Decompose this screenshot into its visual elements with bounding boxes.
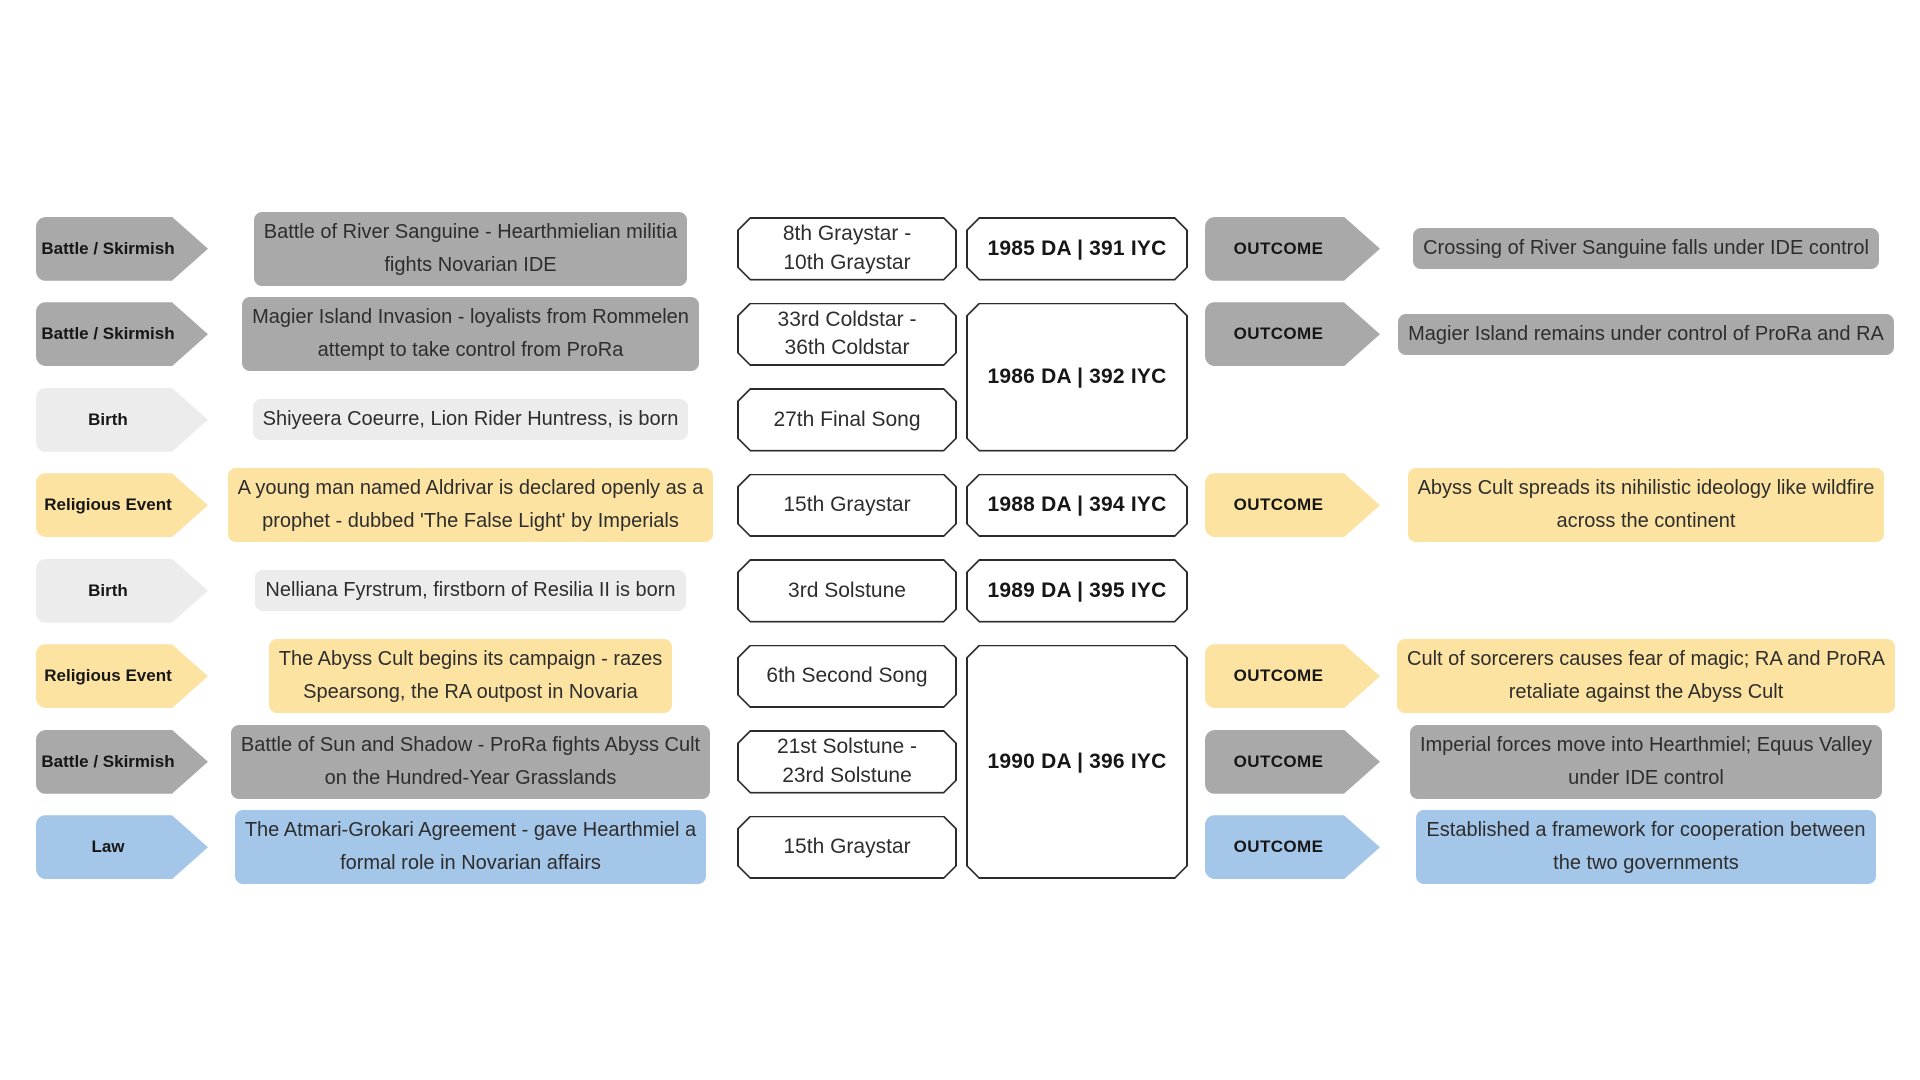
outcome-cell: Magier Island remains under control of P…	[1386, 313, 1906, 355]
outcome-text: Magier Island remains under control of P…	[1398, 313, 1894, 355]
year-box: 1988 DA | 394 IYC	[966, 474, 1188, 538]
outcome-badge: OUTCOME	[1205, 217, 1380, 281]
event-cell: The Atmari-Grokari Agreement - gave Hear…	[208, 810, 733, 885]
category-badge: Religious Event	[36, 473, 208, 537]
date-box: 33rd Coldstar - 36th Coldstar	[737, 303, 957, 367]
event-cell: Battle of River Sanguine - Hearthmielian…	[208, 211, 733, 286]
outcome-text: Established a framework for cooperation …	[1416, 810, 1876, 885]
year-text: 1986 DA | 392 IYC	[987, 364, 1167, 388]
outcome-badge: OUTCOME	[1205, 815, 1380, 879]
date-box: 8th Graystar - 10th Graystar	[737, 217, 957, 281]
event-cell: The Abyss Cult begins its campaign - raz…	[208, 639, 733, 714]
year-text: 1985 DA | 391 IYC	[987, 236, 1167, 260]
event-cell: Magier Island Invasion - loyalists from …	[208, 297, 733, 372]
event-cell: Nelliana Fyrstrum, firstborn of Resilia …	[208, 570, 733, 612]
outcome-badge-label: OUTCOME	[1233, 495, 1324, 515]
outcome-badge: OUTCOME	[1205, 644, 1380, 708]
date-box: 21st Solstune - 23rd Solstune	[737, 730, 957, 794]
event-cell: Battle of Sun and Shadow - ProRa fights …	[208, 724, 733, 799]
year-box-merged: 1986 DA | 392 IYC	[966, 303, 1188, 452]
outcome-cell: Crossing of River Sanguine falls under I…	[1386, 228, 1906, 270]
event-text: Battle of Sun and Shadow - ProRa fights …	[230, 724, 711, 799]
date-text: 15th Graystar	[783, 493, 911, 517]
outcome-badge: OUTCOME	[1205, 302, 1380, 366]
fantasy-timeline-diagram: Battle / Skirmish Battle of River Sangui…	[0, 0, 1920, 890]
outcome-badge-label: OUTCOME	[1233, 324, 1324, 344]
event-text: Nelliana Fyrstrum, firstborn of Resilia …	[255, 570, 686, 612]
outcome-badge: OUTCOME	[1205, 473, 1380, 537]
category-badge: Battle / Skirmish	[36, 217, 208, 281]
date-box: 3rd Solstune	[737, 559, 957, 623]
date-text: 8th Graystar - 10th Graystar	[782, 222, 912, 274]
date-text: 6th Second Song	[766, 664, 928, 688]
outcome-badge-label: OUTCOME	[1233, 666, 1324, 686]
event-text: The Atmari-Grokari Agreement - gave Hear…	[234, 810, 707, 885]
event-text: A young man named Aldrivar is declared o…	[227, 468, 714, 543]
year-text: 1988 DA | 394 IYC	[987, 493, 1167, 517]
category-label: Battle / Skirmish	[41, 751, 175, 771]
date-text: 15th Graystar	[783, 835, 911, 859]
date-box: 6th Second Song	[737, 645, 957, 709]
event-text: Battle of River Sanguine - Hearthmielian…	[253, 211, 688, 286]
outcome-cell: Established a framework for cooperation …	[1386, 810, 1906, 885]
date-text: 21st Solstune - 23rd Solstune	[776, 735, 918, 787]
year-box-merged: 1990 DA | 396 IYC	[966, 645, 1188, 880]
category-label: Religious Event	[44, 666, 172, 686]
category-badge: Birth	[36, 559, 208, 623]
category-label: Law	[91, 837, 125, 857]
outcome-text: Imperial forces move into Hearthmiel; Eq…	[1409, 724, 1883, 799]
outcome-badge-label: OUTCOME	[1233, 238, 1324, 258]
category-badge: Battle / Skirmish	[36, 302, 208, 366]
outcome-text: Abyss Cult spreads its nihilistic ideolo…	[1407, 468, 1885, 543]
outcome-cell: Abyss Cult spreads its nihilistic ideolo…	[1386, 468, 1906, 543]
category-label: Battle / Skirmish	[41, 238, 175, 258]
outcome-cell: Cult of sorcerers causes fear of magic; …	[1386, 639, 1906, 714]
category-badge: Religious Event	[36, 644, 208, 708]
event-text: Magier Island Invasion - loyalists from …	[242, 297, 699, 372]
outcome-text: Cult of sorcerers causes fear of magic; …	[1397, 639, 1895, 714]
date-box: 27th Final Song	[737, 388, 957, 452]
category-badge: Law	[36, 815, 208, 879]
outcome-badge-label: OUTCOME	[1233, 751, 1324, 771]
category-label: Birth	[88, 580, 128, 600]
date-text: 27th Final Song	[773, 407, 921, 431]
category-label: Religious Event	[44, 495, 172, 515]
year-box: 1985 DA | 391 IYC	[966, 217, 1188, 281]
category-badge: Birth	[36, 388, 208, 452]
date-box: 15th Graystar	[737, 474, 957, 538]
event-cell: Shiyeera Coeurre, Lion Rider Huntress, i…	[208, 399, 733, 441]
event-cell: A young man named Aldrivar is declared o…	[208, 468, 733, 543]
year-text: 1990 DA | 396 IYC	[987, 749, 1167, 773]
category-badge: Battle / Skirmish	[36, 730, 208, 794]
event-text: The Abyss Cult begins its campaign - raz…	[268, 639, 673, 714]
category-label: Birth	[88, 409, 128, 429]
outcome-badge: OUTCOME	[1205, 730, 1380, 794]
year-box: 1989 DA | 395 IYC	[966, 559, 1188, 623]
category-label: Battle / Skirmish	[41, 324, 175, 344]
date-text: 33rd Coldstar - 36th Coldstar	[777, 307, 917, 360]
outcome-cell: Imperial forces move into Hearthmiel; Eq…	[1386, 724, 1906, 799]
outcome-badge-label: OUTCOME	[1233, 837, 1324, 857]
outcome-text: Crossing of River Sanguine falls under I…	[1413, 228, 1879, 270]
date-box: 15th Graystar	[737, 816, 957, 880]
date-text: 3rd Solstune	[788, 578, 906, 602]
year-text: 1989 DA | 395 IYC	[987, 578, 1167, 602]
event-text: Shiyeera Coeurre, Lion Rider Huntress, i…	[252, 399, 689, 441]
